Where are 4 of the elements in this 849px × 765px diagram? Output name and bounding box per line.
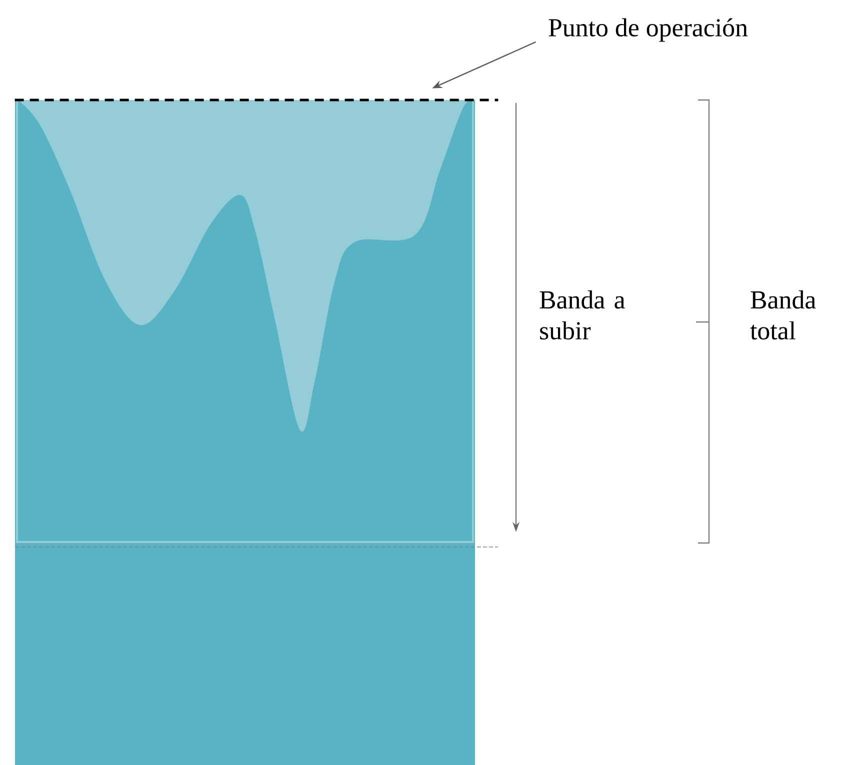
label-text: Banda a subir xyxy=(540,290,625,340)
dashed-line xyxy=(14,98,498,102)
label-text: Banda total xyxy=(750,290,816,340)
annotation-label: Punto de operación xyxy=(548,18,748,42)
